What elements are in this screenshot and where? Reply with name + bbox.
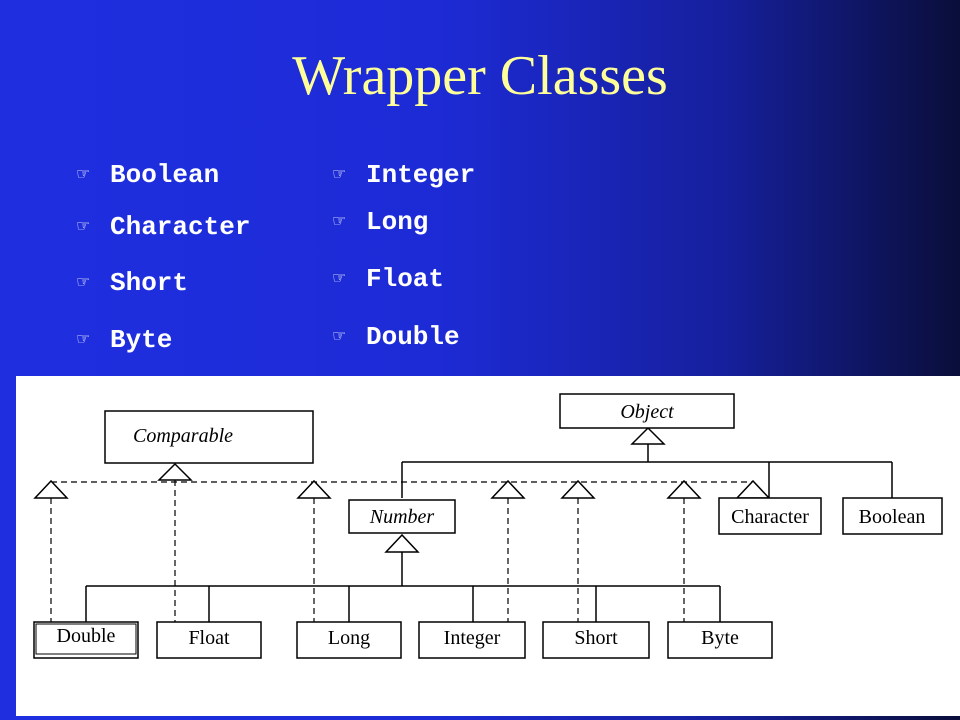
bullet-label: Long — [366, 207, 429, 237]
pointing-hand-icon: ☞ — [76, 163, 91, 183]
realization-connectors — [50, 480, 753, 624]
connectors — [85, 444, 893, 622]
comparable-label: Comparable — [133, 425, 233, 447]
bullet-integer: ☞ Integer — [332, 160, 475, 190]
double-realization-arrowhead — [33, 479, 69, 499]
number-arrowhead — [384, 533, 420, 553]
bullet-character: ☞ Character — [76, 212, 250, 242]
short-box — [542, 621, 650, 659]
bullet-short: ☞ Short — [76, 268, 188, 298]
integer-realization-arrowhead — [490, 479, 526, 499]
bullet-label: Double — [366, 322, 460, 352]
class-boxes — [33, 393, 943, 659]
bullet-label: Byte — [110, 325, 173, 355]
character-box — [718, 497, 822, 535]
bullet-double: ☞ Double — [332, 322, 460, 352]
float-box — [156, 621, 262, 659]
bullet-byte: ☞ Byte — [76, 325, 172, 355]
boolean-label: Boolean — [859, 506, 926, 528]
integer-label: Integer — [444, 627, 501, 649]
long-realization-arrowhead — [296, 479, 332, 499]
comparable-arrowhead — [157, 462, 193, 481]
double-label: Double — [57, 625, 116, 647]
pointing-hand-icon: ☞ — [76, 215, 91, 235]
bullet-label: Float — [366, 264, 445, 294]
bullet-boolean: ☞ Boolean — [76, 160, 219, 190]
bullet-long: ☞ Long — [332, 207, 428, 237]
object-arrowhead — [630, 426, 666, 445]
pointing-hand-icon: ☞ — [332, 267, 347, 287]
byte-realization-arrowhead — [666, 479, 702, 499]
class-labels: Object Comparable Number Character Boole… — [57, 401, 926, 649]
class-hierarchy-diagram: Object Comparable Number Character Boole… — [16, 376, 960, 716]
byte-label: Byte — [701, 627, 739, 649]
inheritance-arrowheads — [33, 426, 771, 553]
diagram-canvas: Object Comparable Number Character Boole… — [33, 393, 943, 659]
integer-box — [418, 621, 526, 659]
bullet-label: Character — [110, 212, 251, 242]
number-label: Number — [369, 506, 435, 528]
double-inner-box — [35, 623, 137, 655]
number-box — [348, 499, 456, 534]
slide-title: Wrapper Classes — [292, 45, 668, 107]
float-label: Float — [188, 627, 230, 649]
comparable-box — [104, 410, 314, 464]
bullet-float: ☞ Float — [332, 264, 444, 294]
pointing-hand-icon: ☞ — [332, 325, 347, 345]
bullet-label: Integer — [366, 160, 476, 190]
character-realization-arrowhead — [735, 479, 771, 499]
pointing-hand-icon: ☞ — [332, 210, 347, 230]
background-band — [0, 678, 16, 720]
bullet-label: Short — [110, 268, 189, 298]
long-box — [296, 621, 402, 659]
short-label: Short — [574, 627, 618, 649]
long-label: Long — [328, 627, 370, 649]
pointing-hand-icon: ☞ — [76, 271, 91, 291]
pointing-hand-icon: ☞ — [76, 328, 91, 348]
character-label: Character — [731, 506, 809, 528]
pointing-hand-icon: ☞ — [332, 163, 347, 183]
bullet-label: Boolean — [110, 160, 220, 190]
short-realization-arrowhead — [560, 479, 596, 499]
object-label: Object — [620, 401, 674, 423]
object-box — [559, 393, 735, 429]
byte-box — [667, 621, 773, 659]
boolean-box — [842, 497, 943, 535]
